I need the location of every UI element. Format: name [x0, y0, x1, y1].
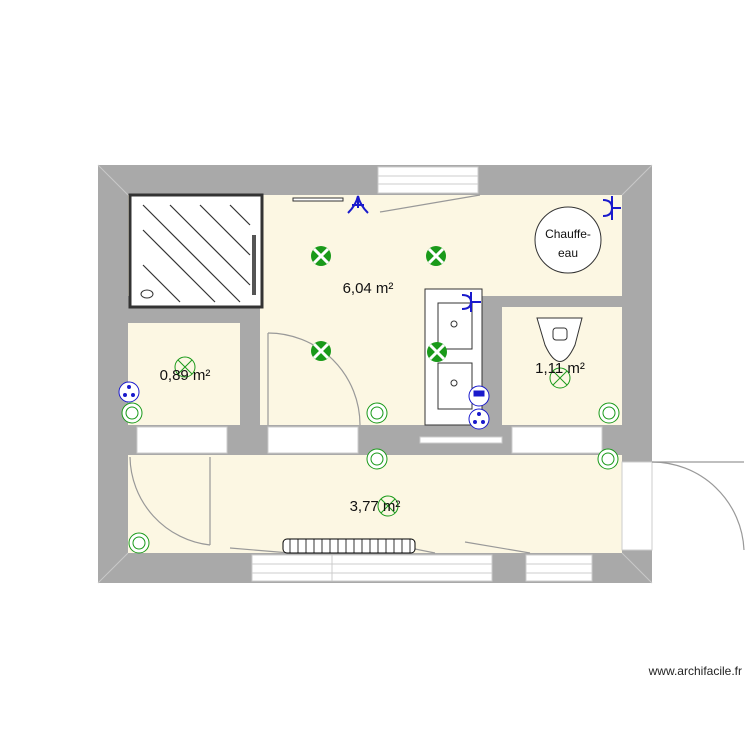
water-heater-label-2: eau [558, 246, 578, 260]
area-label-corridor: 3,77 m² [350, 498, 401, 515]
window-top [377, 166, 479, 194]
towel-rail-icon [292, 197, 344, 202]
toilet-icon [536, 317, 583, 362]
shower-drain-icon [140, 289, 154, 299]
water-supply-icon [347, 195, 369, 214]
ceiling-light-icon [427, 342, 447, 362]
wall-light-icon [377, 495, 399, 517]
door-opening-wc[interactable] [511, 426, 603, 454]
area-label-main: 6,04 m² [343, 280, 394, 297]
socket-icon [597, 448, 619, 470]
sockets [121, 402, 620, 554]
electrical-outlets [118, 381, 490, 430]
wall-corner-lines [97, 164, 653, 584]
usb-outlet-icon [468, 385, 490, 407]
partition-opening [419, 436, 503, 444]
door-opening-small-room[interactable] [136, 426, 228, 454]
wall-light-icon [174, 356, 196, 378]
ceiling-lights [174, 246, 571, 517]
entrance-door-frame[interactable] [621, 461, 653, 551]
door-opening-main[interactable] [267, 426, 359, 454]
wall-light-icon [549, 367, 571, 389]
windows [136, 166, 653, 582]
ceiling-light-icon [426, 246, 446, 266]
water-heater-label-1: Chauffe- [545, 227, 591, 241]
door-swings [129, 194, 745, 554]
socket-icon [366, 448, 388, 470]
shower [128, 193, 264, 309]
outlet-icon [118, 381, 140, 403]
ceiling-light-icon [311, 246, 331, 266]
area-label-small-room: 0,89 m² [160, 367, 211, 384]
socket-icon [598, 402, 620, 424]
window-bottom-2 [525, 554, 593, 582]
plumbing-symbols [347, 195, 621, 312]
door-swing-corridor [129, 456, 211, 546]
door-swing-entrance [651, 461, 745, 551]
radiator-icon [282, 538, 416, 554]
socket-icon [128, 532, 150, 554]
water-supply-icon [602, 196, 621, 220]
window-bottom-1 [251, 554, 493, 582]
ceiling-light-icon [311, 341, 331, 361]
socket-icon [121, 402, 143, 424]
water-heater: Chauffe- eau [534, 206, 602, 274]
area-label-wc: 1,11 m² [535, 360, 585, 377]
outlet-icon [468, 408, 490, 430]
door-swing-main [267, 332, 361, 426]
floor-small-room [128, 323, 240, 425]
socket-icon [366, 402, 388, 424]
watermark: www.archifacile.fr [648, 664, 742, 678]
water-supply-icon [461, 292, 481, 312]
